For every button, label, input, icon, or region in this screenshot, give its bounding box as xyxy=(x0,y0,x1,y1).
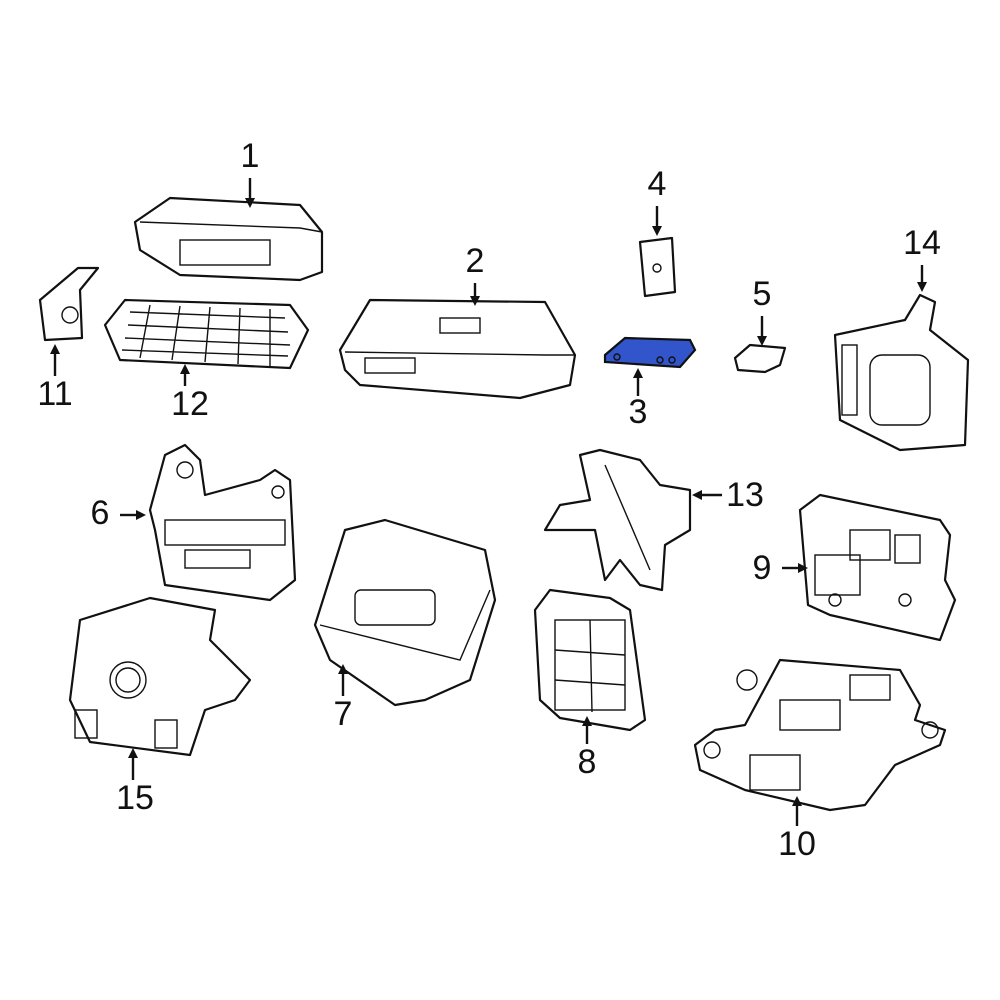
arrowhead-icon xyxy=(50,344,60,354)
part-7[interactable] xyxy=(313,518,497,707)
arrowhead-icon xyxy=(633,368,643,378)
arrowhead-icon xyxy=(582,716,592,726)
part-4[interactable] xyxy=(638,236,677,298)
part-1[interactable] xyxy=(133,196,324,282)
part-15[interactable] xyxy=(68,596,252,757)
callout-label-3: 3 xyxy=(629,393,648,431)
callout-label-10: 10 xyxy=(778,825,816,863)
part-11[interactable] xyxy=(38,266,100,342)
arrowhead-icon xyxy=(128,748,138,758)
callout-label-14: 14 xyxy=(903,224,941,262)
callout-label-15: 15 xyxy=(116,779,154,817)
callout-label-2: 2 xyxy=(466,242,485,280)
arrowhead-icon xyxy=(652,226,662,236)
callout-label-5: 5 xyxy=(753,275,772,313)
arrowhead-icon xyxy=(245,198,255,208)
part-9[interactable] xyxy=(798,493,957,642)
arrowhead-icon xyxy=(917,282,927,292)
arrowhead-icon xyxy=(180,364,190,374)
callout-label-8: 8 xyxy=(578,743,597,781)
part-13[interactable] xyxy=(543,448,692,592)
part-5[interactable] xyxy=(733,343,787,374)
callout-label-4: 4 xyxy=(648,165,667,203)
part-8[interactable] xyxy=(533,588,647,732)
callout-label-13: 13 xyxy=(726,476,764,514)
callout-label-1: 1 xyxy=(241,137,260,175)
arrowhead-icon xyxy=(136,510,146,520)
callout-label-12: 12 xyxy=(171,385,209,423)
part-2[interactable] xyxy=(338,298,577,400)
arrowhead-icon xyxy=(792,796,802,806)
callout-label-6: 6 xyxy=(91,494,110,532)
arrowhead-icon xyxy=(470,296,480,306)
part-12[interactable] xyxy=(103,298,310,370)
callout-label-7: 7 xyxy=(334,695,353,733)
arrowhead-icon xyxy=(757,336,767,346)
arrowhead-icon xyxy=(338,664,348,674)
arrowhead-icon xyxy=(692,490,702,500)
part-10[interactable] xyxy=(693,658,947,812)
part-14[interactable] xyxy=(833,293,970,452)
callout-label-11: 11 xyxy=(37,375,72,413)
part-3[interactable] xyxy=(603,336,697,369)
part-6[interactable] xyxy=(148,443,297,602)
arrowhead-icon xyxy=(798,563,808,573)
callout-label-9: 9 xyxy=(753,549,772,587)
